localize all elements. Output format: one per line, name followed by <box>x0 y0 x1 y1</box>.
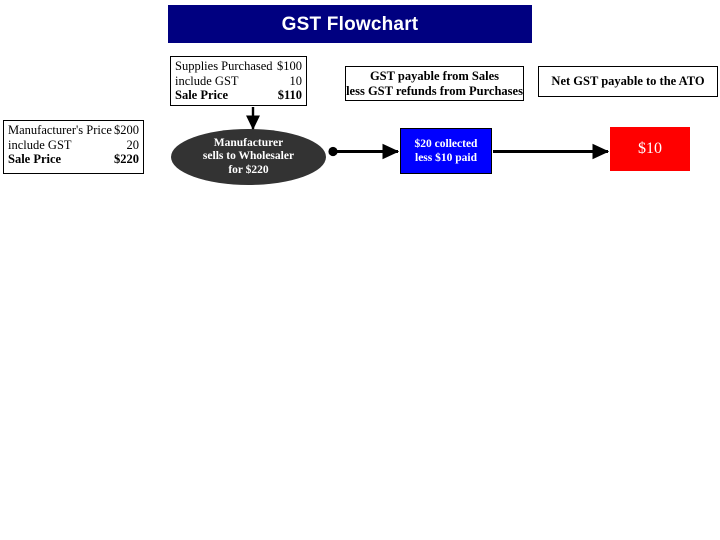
ledger-label: Sale Price <box>175 88 229 102</box>
color-box-line: $10 <box>638 140 662 157</box>
ledger-label: Supplies Purchased <box>175 59 273 73</box>
ellipse-line: Manufacturer <box>213 136 284 149</box>
page-title: GST Flowchart <box>281 13 419 35</box>
ellipse-line: for $220 <box>228 163 269 176</box>
ledger-row: Sale Price $110 <box>175 88 302 103</box>
ledger-value: 10 <box>289 73 303 88</box>
gst-payable-caption-box: GST payable from Sales less GST refunds … <box>345 66 524 101</box>
supplies-purchased-box: Supplies Purchased $100 include GST 10 S… <box>170 56 307 106</box>
manufacturer-ellipse-node: Manufacturer sells to Wholesaler for $22… <box>171 129 326 185</box>
connector-start-dot <box>328 146 338 157</box>
ledger-value: 20 <box>126 137 140 152</box>
ledger-row: Manufacturer's Price $200 <box>8 123 139 138</box>
ledger-label: include GST <box>8 137 72 152</box>
color-box-line: less $10 paid <box>415 152 477 164</box>
caption-line: Net GST payable to the ATO <box>551 74 705 88</box>
ledger-label: Manufacturer's Price <box>8 123 112 137</box>
flowchart-title-banner: GST Flowchart <box>168 5 532 43</box>
net-gst-caption-box: Net GST payable to the ATO <box>538 66 718 97</box>
ledger-value: $220 <box>114 152 139 166</box>
ledger-value: $200 <box>114 123 139 137</box>
gst-collected-paid-box: $20 collected less $10 paid <box>400 128 492 174</box>
ledger-row: Sale Price $220 <box>8 152 139 167</box>
caption-line: less GST refunds from Purchases <box>346 83 523 98</box>
ellipse-line: sells to Wholesaler <box>202 150 295 163</box>
ledger-value: $100 <box>277 59 302 73</box>
ledger-label: Sale Price <box>8 152 62 166</box>
ledger-row: include GST 20 <box>8 138 139 153</box>
ledger-value: $110 <box>277 88 302 102</box>
manufacturer-price-box: Manufacturer's Price $200 include GST 20… <box>3 120 144 174</box>
ledger-label: include GST <box>175 73 239 88</box>
net-gst-amount-box: $10 <box>610 127 690 171</box>
ledger-row: Supplies Purchased $100 <box>175 59 302 74</box>
ledger-row: include GST 10 <box>175 74 302 89</box>
color-box-line: $20 collected <box>414 138 478 150</box>
caption-line: GST payable from Sales <box>369 68 500 83</box>
